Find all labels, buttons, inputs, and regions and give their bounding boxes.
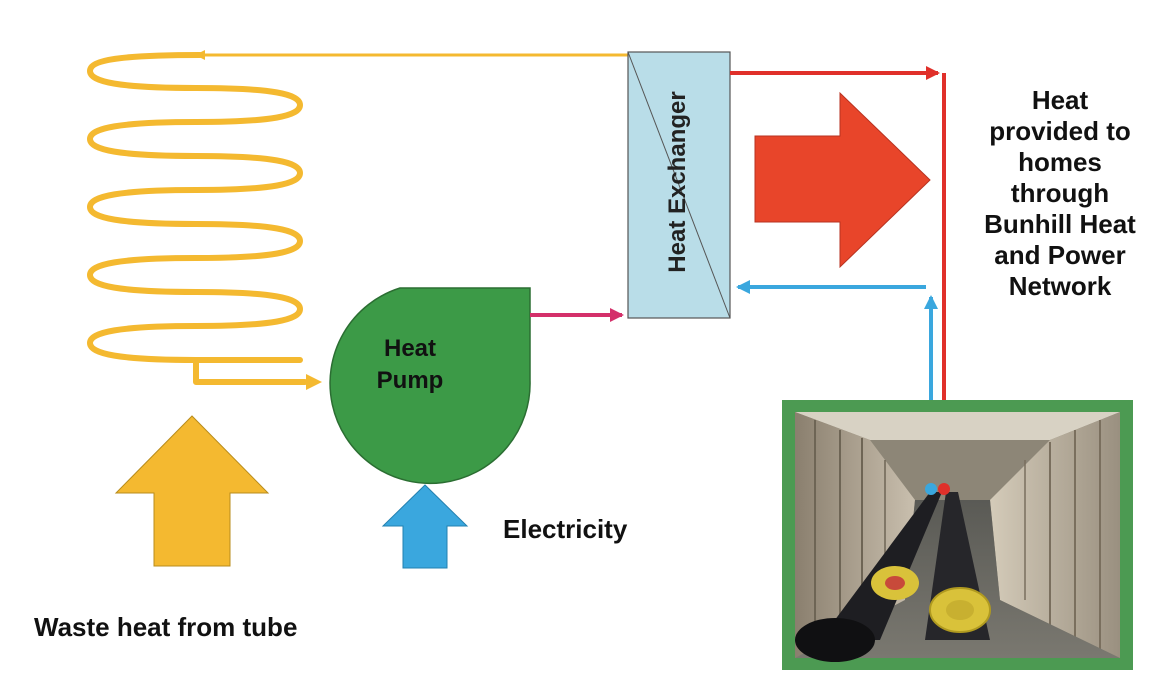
heat-pump-shape: [329, 287, 531, 485]
waste-heat-arrow: [114, 415, 270, 567]
pipe-trench-photo: [782, 400, 1133, 670]
heat-output-arrow: [754, 91, 931, 269]
electricity-label: Electricity: [503, 514, 628, 544]
coil-to-pump-arrowhead: [306, 374, 322, 390]
electricity-arrow: [381, 484, 469, 569]
heat-provided-label: Heat provided to homes through Bunhill H…: [984, 85, 1136, 301]
waste-heat-label: Waste heat from tube: [34, 612, 298, 642]
zigzag-coil-icon: [87, 52, 308, 385]
heat-exchanger: [627, 51, 731, 319]
heat-pump-label: Heat Pump: [376, 335, 444, 394]
heat-exchanger-label: Heat Exchanger: [664, 91, 691, 273]
